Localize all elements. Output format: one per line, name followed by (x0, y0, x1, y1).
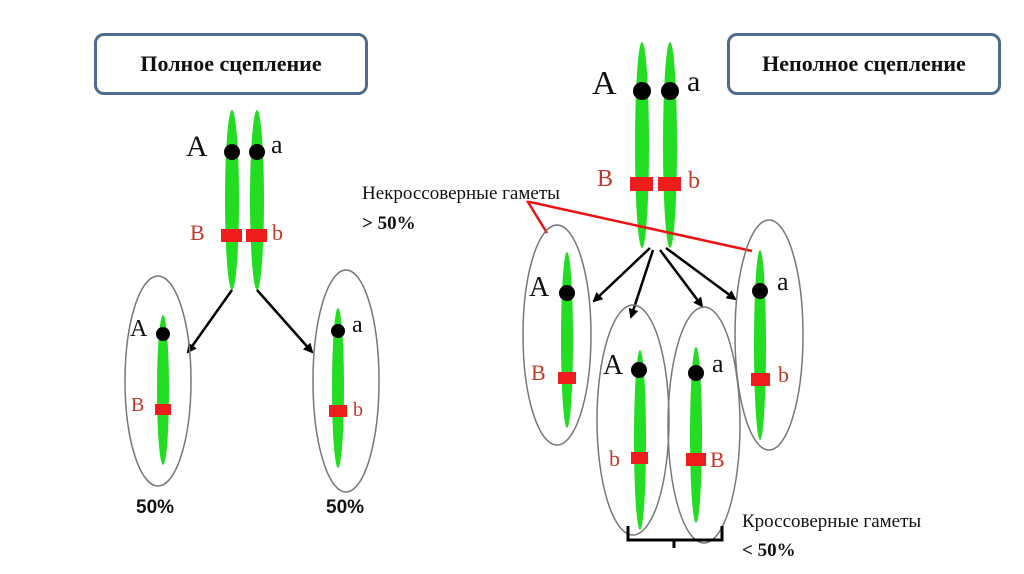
gene-locus (751, 373, 770, 386)
centromere (559, 285, 575, 301)
allele-label: a (687, 65, 700, 98)
centromere (156, 327, 170, 341)
gene-locus (246, 229, 267, 242)
complete-parent-chromosomes: A a B b (186, 110, 283, 290)
incomplete-gamete-Ab: A b (596, 304, 670, 536)
allele-label: A (529, 272, 550, 303)
crossover-brace (626, 526, 724, 548)
allele-label: A (186, 130, 208, 163)
chromatid-left (225, 110, 239, 290)
gamete-outline (312, 269, 380, 493)
centromere (661, 82, 679, 100)
arrow (665, 246, 737, 301)
centromere (752, 283, 768, 299)
allele-label: B (190, 220, 205, 245)
chromatid (561, 252, 573, 428)
crossover-label: Кроссоверные гаметы (742, 511, 922, 532)
gamete-outline (124, 275, 192, 487)
chromatid (157, 315, 169, 465)
incomplete-gamete-AB: A B (522, 224, 592, 446)
allele-label: b (778, 362, 789, 387)
gamete-left-percent: 50% (136, 497, 175, 518)
chromatid-right (663, 42, 677, 248)
gene-locus (558, 372, 576, 384)
gamete-outline (596, 304, 670, 536)
centromere (224, 144, 240, 160)
gene-locus (221, 229, 242, 242)
incomplete-parent-chromosomes: A a B b (592, 42, 700, 248)
allele-label: a (352, 312, 363, 338)
gene-locus (631, 452, 648, 464)
centromere (633, 82, 651, 100)
gamete-outline (522, 224, 592, 446)
chromatid (332, 308, 344, 468)
centromere (631, 362, 647, 378)
gene-locus (630, 177, 653, 191)
crossover-percent: < 50% (742, 540, 796, 561)
arrow (592, 247, 651, 303)
allele-label: a (271, 130, 283, 159)
allele-label: b (272, 220, 283, 245)
allele-label: a (712, 349, 724, 378)
chromatid-left (635, 42, 649, 248)
allele-label: B (597, 166, 613, 192)
noncrossover-pointer-line (525, 200, 753, 253)
centromere (249, 144, 265, 160)
centromere (688, 365, 704, 381)
chromatid (690, 347, 702, 523)
gamete-outline (667, 306, 741, 544)
gamete-right-percent: 50% (326, 497, 365, 518)
allele-label: B (710, 447, 725, 472)
gene-locus (686, 453, 706, 466)
chromatid-right (250, 110, 264, 290)
allele-label: B (531, 360, 546, 385)
complete-gamete-right: a b (312, 269, 380, 493)
complete-gamete-left: A B (124, 275, 192, 487)
incomplete-gamete-aB: a B (667, 306, 741, 544)
arrow (186, 289, 234, 354)
allele-label: B (131, 394, 144, 416)
incomplete-linkage-title-box: Неполное сцепление (727, 33, 1001, 95)
allele-label: a (777, 267, 789, 296)
allele-label: A (603, 350, 624, 381)
noncrossover-label: Некроссоверные гаметы (362, 183, 560, 204)
chromatid (634, 350, 646, 530)
allele-label: b (609, 446, 620, 471)
gene-locus (329, 405, 347, 417)
complete-linkage-title-box: Полное сцепление (94, 33, 368, 95)
arrow (628, 249, 655, 319)
allele-label: b (688, 168, 700, 194)
incomplete-gamete-ab: a b (734, 219, 804, 451)
noncrossover-percent: > 50% (362, 213, 416, 234)
centromere (331, 324, 345, 338)
allele-label: A (130, 316, 148, 342)
incomplete-linkage-title: Неполное сцепление (762, 51, 966, 76)
arrow (659, 249, 704, 308)
complete-linkage-title: Полное сцепление (140, 51, 322, 76)
arrow (256, 289, 314, 354)
gamete-outline (734, 219, 804, 451)
chromatid (754, 250, 766, 440)
gene-locus (658, 177, 681, 191)
allele-label: A (592, 65, 617, 102)
gene-locus (155, 404, 171, 415)
allele-label: b (353, 399, 363, 421)
